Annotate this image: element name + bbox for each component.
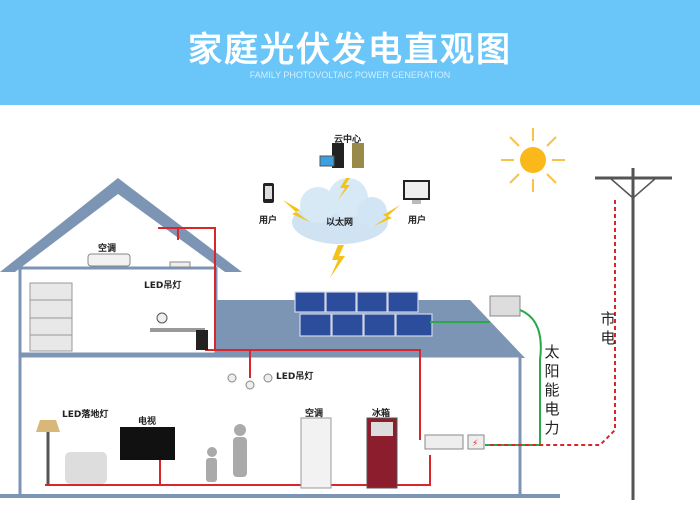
cloud-center-label: 云中心 [334,135,362,145]
tv-label: 电视 [138,417,157,427]
floor-lamp-label: LED落地灯 [62,410,109,420]
user-left-label: 用户 [259,216,278,226]
page-title: 家庭光伏发电直观图 [188,30,512,70]
lightning-icons [283,178,400,278]
phone-icon [263,183,274,203]
user-right-label: 用户 [408,216,427,226]
wire-grid-red [490,200,616,446]
chandelier-icon [227,373,273,390]
ethernet-label: 以太网 [326,218,354,228]
upstairs-led-label: LED吊灯 [144,281,182,291]
wire-green [430,309,542,446]
inverter-icon [489,295,521,317]
fridge-icon [366,417,398,489]
solar-panel-icon [294,291,433,337]
downstairs-ac-label: 空调 [305,409,324,419]
utility-pole-icon [595,168,672,500]
monitor-icon [403,180,430,204]
family-icon [206,424,247,482]
cloud-icon [292,178,388,244]
bookshelf-icon [29,282,73,352]
server-icon [319,143,364,168]
floor-lamp-icon [36,420,60,484]
tv-icon [120,427,175,460]
ceiling-lamp-icon [169,261,191,268]
page-subtitle: FAMILY PHOTOVOLTAIC POWER GENERATION [249,70,451,80]
standing-ac-icon [300,417,332,489]
header-banner [0,0,700,105]
svg-text:⚡: ⚡ [472,439,478,449]
sun-icon [501,128,565,192]
solar-power-label: 太阳能电力 [544,343,560,437]
grid-power-label: 市电 [600,310,616,347]
upstairs-ac-label: 空调 [98,244,117,254]
air-conditioner-icon [87,253,131,267]
downstairs-led-label: LED吊灯 [276,372,314,382]
controller-box-icon: ⚡ [424,434,485,450]
sofa-icon [65,452,107,484]
fridge-label: 冰箱 [372,409,391,419]
computer-desk-icon [150,312,208,350]
